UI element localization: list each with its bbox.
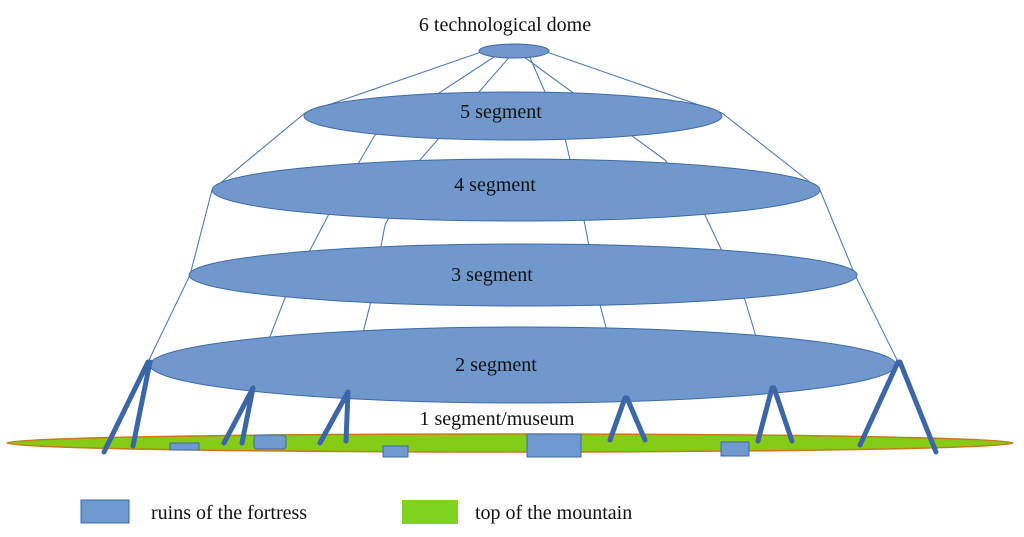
legend-label-mountain: top of the mountain: [475, 502, 632, 524]
dome-label: 6 technological dome: [419, 14, 591, 36]
ruin-block: [382, 445, 409, 458]
ruin-block: [720, 441, 750, 457]
segment-4-label: 4 segment: [454, 174, 536, 196]
ruin-block: [253, 434, 287, 450]
fortress-ruins: [169, 433, 750, 458]
segment-4-disc: [211, 158, 821, 222]
segment-1-label: 1 segment/museum: [420, 408, 575, 430]
segment-3-label: 3 segment: [451, 264, 533, 286]
ruin-block: [526, 433, 582, 458]
ruin-block: [169, 442, 200, 451]
legend-swatch-ruins: [80, 499, 130, 524]
segment-3-disc: [188, 243, 858, 307]
support-struts: [101, 359, 939, 455]
segment-5-disc: [303, 91, 723, 141]
segment-5-label: 5 segment: [460, 101, 542, 123]
legend-label-ruins: ruins of the fortress: [151, 502, 307, 524]
legend: ruins of the fortress top of the mountai…: [80, 499, 632, 524]
dome-disc: [478, 43, 550, 59]
legend-swatch-mountain: [402, 500, 458, 524]
segment-2-label: 2 segment: [455, 354, 537, 376]
